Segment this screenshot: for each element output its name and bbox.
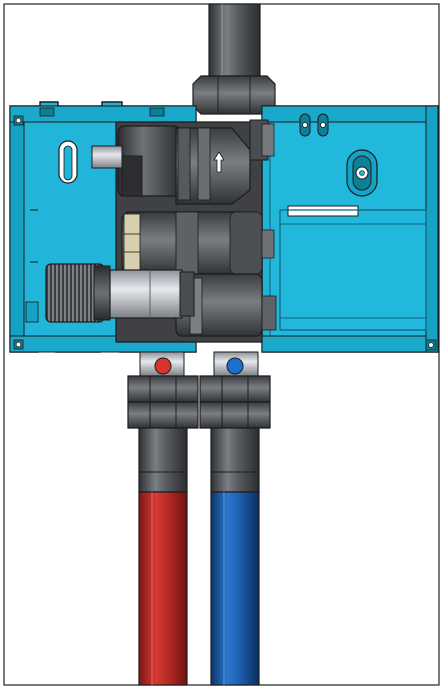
hot-indicator-dot xyxy=(154,357,172,375)
inlet-fittings xyxy=(127,351,271,429)
hot-union-nut xyxy=(127,375,199,403)
mounting-housing-right xyxy=(261,105,439,353)
cold-indicator-dot xyxy=(226,357,244,375)
hot-water-pipe xyxy=(138,491,188,686)
cable-slot xyxy=(287,205,359,217)
cold-union-nut xyxy=(199,375,271,403)
upper-spindle xyxy=(91,145,123,169)
hot-pipe-sleeve xyxy=(138,427,188,493)
cold-pipe-sleeve xyxy=(210,427,260,493)
valve-body xyxy=(45,119,277,343)
top-outlet-pipe xyxy=(192,3,276,115)
oval-mount-boss xyxy=(346,149,378,197)
thermostat-cartridge xyxy=(109,269,183,319)
flow-arrow-icon xyxy=(213,151,225,173)
cold-water-pipe xyxy=(210,491,260,686)
screw-slot-pair xyxy=(299,113,329,137)
